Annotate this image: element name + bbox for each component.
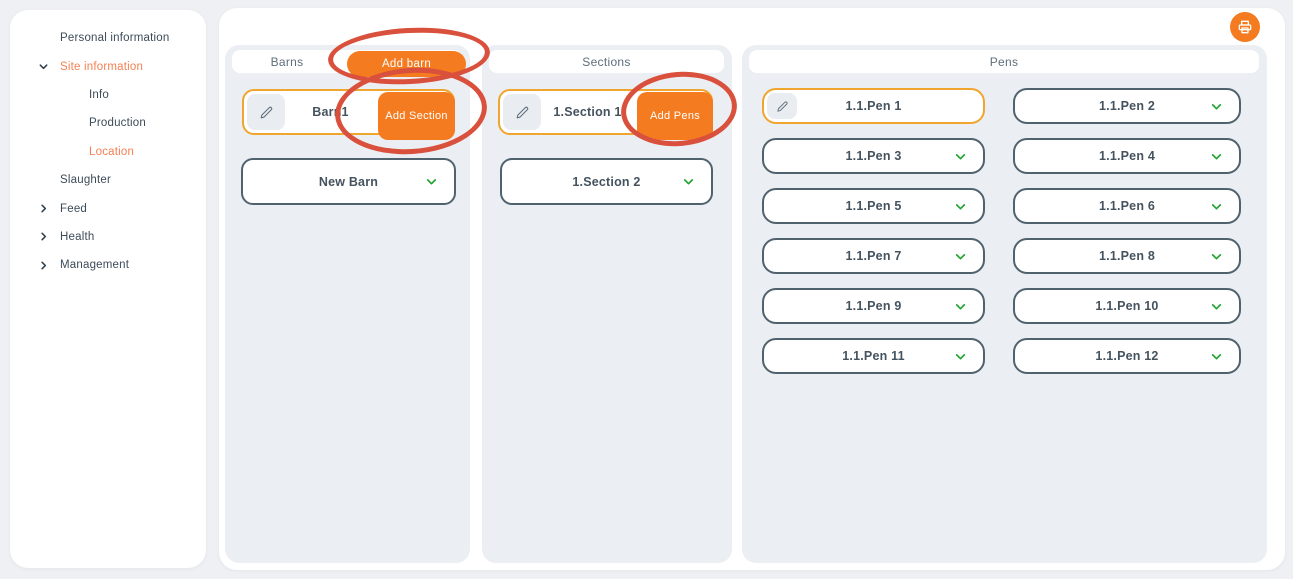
pen-name: 1.1.Pen 8: [1099, 249, 1155, 263]
pens-header-label: Pens: [989, 54, 1019, 69]
sidebar-item-production[interactable]: Production: [10, 109, 206, 137]
sidebar: Personal information Site information In…: [10, 10, 206, 568]
edit-section-button[interactable]: [503, 94, 541, 130]
pen-item[interactable]: 1.1.Pen 5: [762, 188, 985, 224]
main-content: Barns Add barn Barn1 Add Section New Bar…: [219, 8, 1285, 570]
chevron-down-icon[interactable]: [953, 149, 967, 163]
edit-pen-button[interactable]: [767, 93, 797, 119]
chevron-down-icon[interactable]: [1209, 299, 1223, 313]
section-name: 1.Section 1: [553, 105, 622, 119]
sections-panel: Sections 1.Section 1 Add Pens 1.Section …: [482, 45, 732, 563]
chevron-right-icon: [37, 203, 49, 215]
chevron-down-icon[interactable]: [1209, 199, 1223, 213]
sidebar-item-slaughter[interactable]: Slaughter: [10, 166, 206, 194]
pen-item[interactable]: 1.1.Pen 8: [1013, 238, 1241, 274]
pens-panel-header: Pens: [749, 50, 1259, 73]
sidebar-item-personal-information[interactable]: Personal information: [10, 24, 206, 52]
pen-item[interactable]: 1.1.Pen 2: [1013, 88, 1241, 124]
pens-grid: 1.1.Pen 1 1.1.Pen 2 1.1.Pen 3 1.1.Pen 4: [762, 88, 1241, 374]
chevron-down-icon[interactable]: [953, 249, 967, 263]
sidebar-item-site-information[interactable]: Site information: [10, 52, 206, 80]
barns-panel: Barns Add barn Barn1 Add Section New Bar…: [225, 45, 470, 563]
pen-item[interactable]: 1.1.Pen 12: [1013, 338, 1241, 374]
pen-item[interactable]: 1.1.Pen 11: [762, 338, 985, 374]
chevron-down-icon[interactable]: [1209, 249, 1223, 263]
barns-header-label: Barns: [270, 54, 304, 69]
sidebar-item-label: Management: [60, 259, 130, 272]
add-section-button[interactable]: Add Section: [378, 92, 455, 140]
sidebar-item-label: Site information: [60, 60, 144, 73]
pencil-icon: [775, 99, 790, 114]
sidebar-item-health[interactable]: Health: [10, 223, 206, 251]
sections-header-label: Sections: [582, 54, 631, 69]
chevron-down-icon[interactable]: [1209, 349, 1223, 363]
pen-name: 1.1.Pen 10: [1095, 299, 1159, 313]
sidebar-item-label: Location: [89, 145, 135, 158]
pen-name: 1.1.Pen 9: [845, 299, 902, 313]
print-button[interactable]: [1230, 12, 1260, 42]
pen-name: 1.1.Pen 2: [1099, 99, 1155, 113]
pen-name: 1.1.Pen 5: [845, 199, 902, 213]
pen-name: 1.1.Pen 11: [842, 349, 905, 363]
sidebar-item-label: Health: [60, 230, 95, 243]
add-barn-button[interactable]: Add barn: [347, 51, 466, 77]
sidebar-item-label: Info: [89, 88, 109, 101]
pencil-icon: [258, 104, 275, 121]
pen-name: 1.1.Pen 7: [845, 249, 902, 263]
sidebar-item-label: Production: [89, 117, 146, 130]
pen-item[interactable]: 1.1.Pen 9: [762, 288, 985, 324]
sidebar-item-label: Slaughter: [60, 174, 112, 187]
pen-name: 1.1.Pen 4: [1099, 149, 1155, 163]
pen-name: 1.1.Pen 1: [845, 99, 902, 113]
pen-item[interactable]: 1.1.Pen 7: [762, 238, 985, 274]
chevron-down-icon[interactable]: [953, 299, 967, 313]
add-pens-button[interactable]: Add Pens: [637, 92, 713, 140]
barn-name: New Barn: [318, 174, 379, 189]
pens-panel: Pens 1.1.Pen 1 1.1.Pen 2 1.1.Pen 3: [742, 45, 1267, 563]
edit-barn-button[interactable]: [247, 94, 285, 130]
chevron-down-icon[interactable]: [1209, 149, 1223, 163]
sections-panel-header: Sections: [489, 50, 724, 73]
pen-item[interactable]: 1.1.Pen 10: [1013, 288, 1241, 324]
sidebar-item-label: Personal information: [60, 32, 170, 45]
chevron-right-icon: [37, 259, 49, 271]
sidebar-item-feed[interactable]: Feed: [10, 194, 206, 222]
chevron-down-icon[interactable]: [1209, 99, 1223, 113]
chevron-down-icon[interactable]: [681, 175, 695, 189]
pen-name: 1.1.Pen 6: [1099, 199, 1155, 213]
section-item[interactable]: 1.Section 2: [500, 158, 713, 205]
section-name: 1.Section 2: [572, 174, 641, 189]
chevron-down-icon[interactable]: [424, 175, 438, 189]
chevron-down-icon: [37, 61, 49, 73]
pen-name: 1.1.Pen 3: [845, 149, 902, 163]
pen-item-selected[interactable]: 1.1.Pen 1: [762, 88, 985, 124]
pencil-icon: [514, 104, 531, 121]
sidebar-item-management[interactable]: Management: [10, 251, 206, 279]
pen-name: 1.1.Pen 12: [1095, 349, 1159, 363]
pen-item[interactable]: 1.1.Pen 3: [762, 138, 985, 174]
chevron-down-icon[interactable]: [953, 349, 967, 363]
sidebar-item-info[interactable]: Info: [10, 81, 206, 109]
pen-item[interactable]: 1.1.Pen 6: [1013, 188, 1241, 224]
sidebar-item-label: Feed: [60, 202, 88, 215]
pen-item[interactable]: 1.1.Pen 4: [1013, 138, 1241, 174]
chevron-down-icon[interactable]: [953, 199, 967, 213]
barn-name: Barn1: [312, 105, 349, 119]
chevron-right-icon: [37, 231, 49, 243]
sidebar-item-location[interactable]: Location: [10, 138, 206, 166]
barn-item[interactable]: New Barn: [241, 158, 456, 205]
printer-icon: [1237, 19, 1253, 35]
